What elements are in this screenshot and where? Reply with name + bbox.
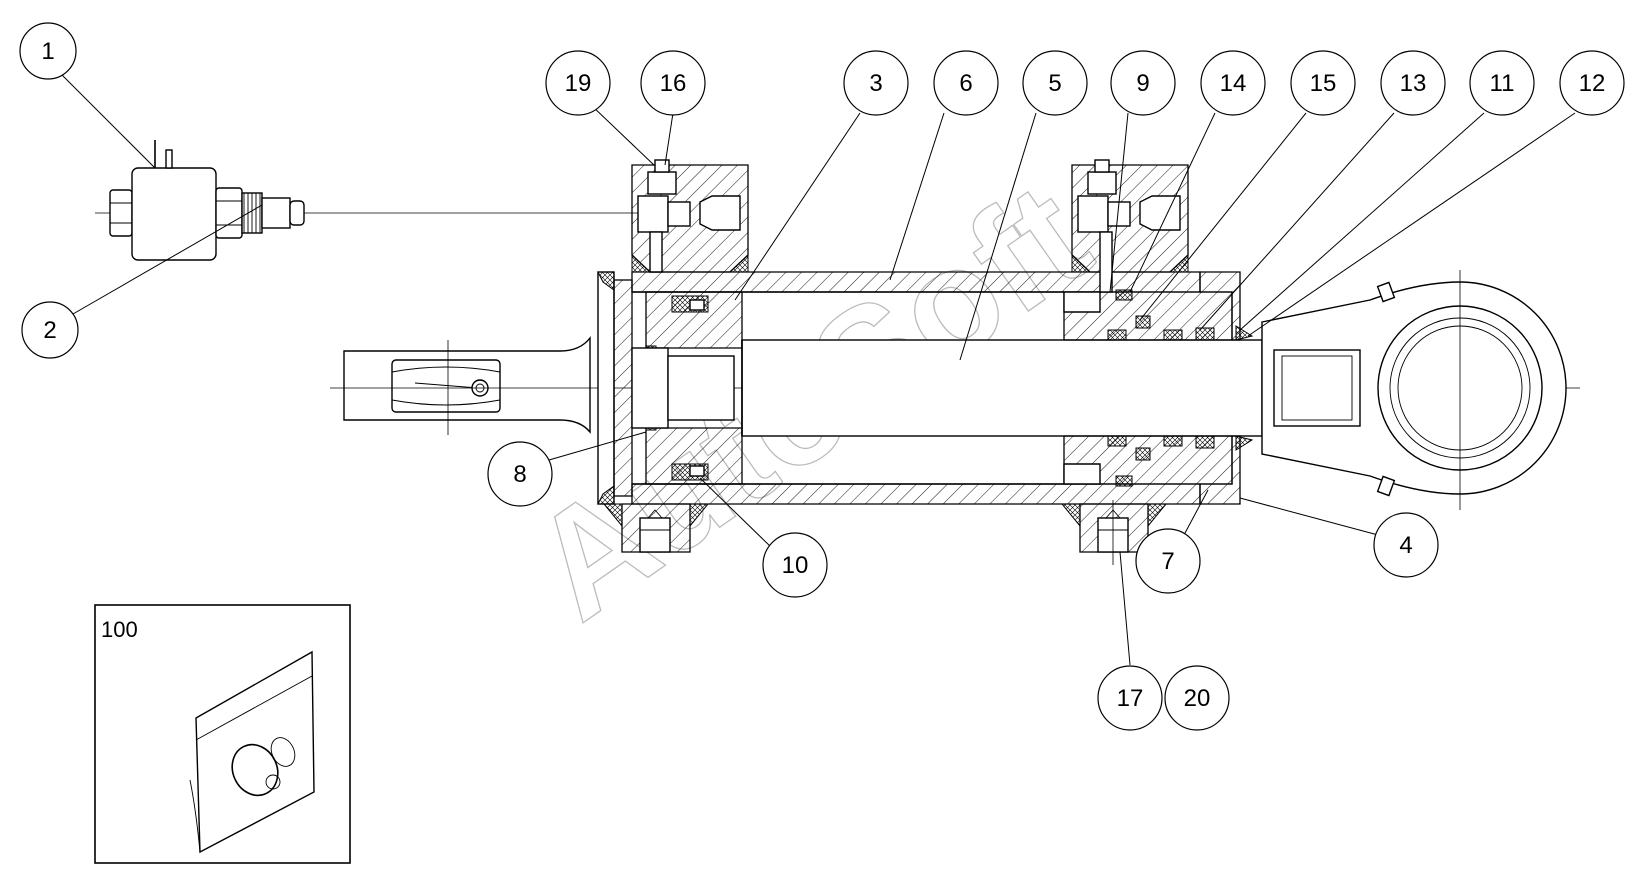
callout-5: 5 [1022, 50, 1088, 116]
svg-text:19: 19 [565, 70, 592, 97]
rod-gland [1063, 271, 1254, 505]
leader-lines [59, 72, 1576, 666]
svg-text:17: 17 [1117, 685, 1144, 712]
piston-rod [741, 339, 1263, 437]
callout-15: 15 [1290, 50, 1356, 116]
port-block-rear-upper [631, 159, 749, 273]
callout-20: 20 [1164, 665, 1230, 731]
svg-text:11: 11 [1490, 70, 1515, 97]
callout-10: 10 [762, 532, 828, 598]
piston [631, 291, 743, 485]
callout-12: 12 [1559, 50, 1625, 116]
callout-11: 11 [1469, 50, 1535, 116]
seal-kit-box: 100 [94, 604, 351, 864]
svg-text:6: 6 [959, 70, 972, 97]
rod-eye [1261, 270, 1567, 510]
seal-kit-label: 100 [101, 617, 138, 642]
callout-6: 6 [933, 50, 999, 116]
svg-text:12: 12 [1579, 70, 1606, 97]
callout-19: 19 [545, 50, 611, 116]
svg-text:5: 5 [1048, 70, 1061, 97]
callout-2: 2 [21, 301, 79, 359]
svg-text:8: 8 [513, 461, 526, 488]
callout-14: 14 [1200, 50, 1266, 116]
svg-text:7: 7 [1161, 548, 1174, 575]
svg-text:13: 13 [1400, 70, 1427, 97]
callout-13: 13 [1380, 50, 1446, 116]
callout-7: 7 [1135, 528, 1201, 594]
cylinder-rod-end-left [343, 335, 591, 435]
svg-text:14: 14 [1220, 70, 1247, 97]
callouts: 1 2 19 16 3 6 5 9 [19, 22, 1625, 731]
callout-17: 17 [1097, 665, 1163, 731]
port-block-rear-lower [602, 503, 710, 553]
svg-text:1: 1 [41, 38, 54, 65]
port-block-front-lower [1060, 500, 1168, 565]
svg-text:3: 3 [869, 70, 882, 97]
callout-1: 1 [19, 22, 77, 80]
callout-9: 9 [1110, 50, 1176, 116]
callout-4: 4 [1373, 512, 1439, 578]
port-block-front-upper [1071, 159, 1189, 293]
svg-text:4: 4 [1399, 532, 1412, 559]
svg-text:15: 15 [1310, 70, 1337, 97]
svg-text:2: 2 [43, 317, 56, 344]
svg-text:20: 20 [1184, 685, 1211, 712]
callout-3: 3 [843, 50, 909, 116]
callout-8: 8 [487, 441, 553, 507]
svg-text:9: 9 [1136, 70, 1149, 97]
callout-16: 16 [640, 50, 706, 116]
svg-text:10: 10 [782, 552, 809, 579]
svg-text:16: 16 [660, 70, 687, 97]
solenoid-valve [95, 140, 640, 261]
rear-end-cap [597, 271, 633, 505]
